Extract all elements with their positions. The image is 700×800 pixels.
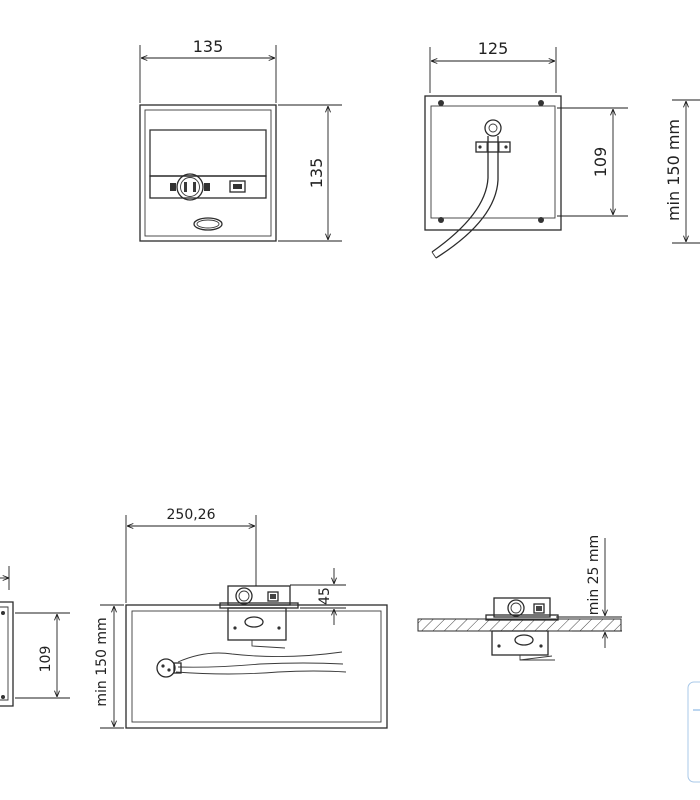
front-width-label: 135 bbox=[193, 37, 224, 56]
screw-icon bbox=[438, 100, 544, 223]
back-view: 125 109 min 150 mm bbox=[424, 39, 700, 259]
front-height-label: 135 bbox=[307, 158, 326, 189]
schuko-socket-icon bbox=[170, 173, 210, 201]
back-height-label: 109 bbox=[591, 147, 610, 178]
worktop-thickness-label: min 25 mm bbox=[586, 535, 602, 615]
install-offset-label: 250,26 bbox=[167, 507, 216, 523]
install-depth-label: min 150 mm bbox=[94, 617, 110, 706]
usb-port-icon bbox=[229, 180, 246, 193]
left-height-label: 109 bbox=[38, 646, 54, 673]
install-protrusion-label: 45 bbox=[317, 587, 333, 605]
back-width-label: 125 bbox=[478, 39, 509, 58]
left-partial-view: 109 bbox=[0, 566, 70, 707]
plug-icon bbox=[156, 658, 182, 678]
edge-widget bbox=[687, 681, 700, 783]
cable-clamp-icon bbox=[475, 119, 511, 153]
install-view: 250,26 45 min 150 mm bbox=[94, 507, 388, 729]
front-view: 135 135 bbox=[139, 37, 342, 242]
back-depth-label: min 150 mm bbox=[664, 119, 683, 221]
worktop-view: min 25 mm bbox=[417, 535, 622, 661]
